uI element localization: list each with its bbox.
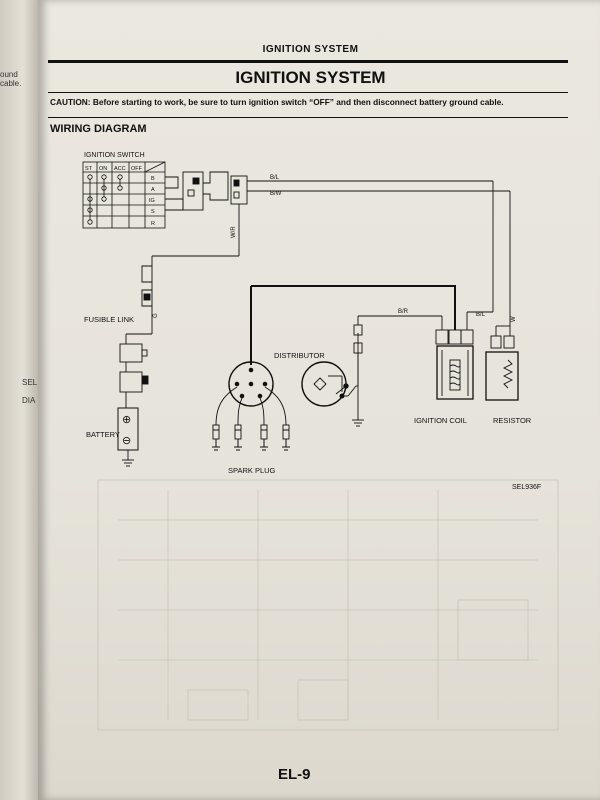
page-title: IGNITION SYSTEM [235,68,386,87]
wire-label-br: B/R [398,309,409,315]
wire-label-bw: B/W [270,191,282,197]
adjacent-page-fragment: DIA [22,396,36,405]
main-connector [151,175,511,336]
switch-row-r: R [151,221,155,227]
title-rule [48,92,568,93]
battery-label: BATTERY [86,430,120,439]
fusible-link-label: FUSIBLE LINK [84,315,134,324]
caution-note: CAUTION: Before starting to work, be sur… [50,97,570,107]
switch-row-ig: IG [149,198,155,204]
ignition-coil-label: IGNITION COIL [414,416,467,425]
distributor-body [301,315,443,427]
wiring-diagram: IGNITION SWITCH ST ON ACC OFF B A IG S [82,152,559,731]
ignition-switch-label: IGNITION SWITCH [84,152,145,159]
section-title: WIRING DIAGRAM [50,123,147,135]
spark-plug-1 [212,424,220,451]
battery: ⊕ ⊖ BATTERY [86,407,139,467]
ignition-coil [435,311,493,400]
running-header: IGNITION SYSTEM [262,44,359,55]
battery-minus-symbol: ⊖ [122,435,131,447]
wire-label-w: W [511,316,517,322]
caution-text: Before starting to work, be sure to turn… [92,97,504,107]
fusible-link [119,265,153,408]
adjacent-page-fragment: ound cable. [0,70,22,88]
adjacent-page-fragment: SEL [22,378,38,387]
switch-row-b: B [151,176,155,182]
wire-label-bl-coil: B/L [476,312,486,318]
distributor-label: DISTRIBUTOR [274,351,325,360]
resistor-label: RESISTOR [493,416,532,425]
switch-col-off: OFF [131,166,143,172]
header-rule [48,60,568,63]
spark-plug-label: SPARK PLUG [228,466,276,475]
adjacent-page: ound cable. SEL DIA [0,0,38,800]
spark-plugs [212,424,290,451]
caution-label: CAUTION: [50,97,91,107]
wire-label-wr: W/R [231,226,237,238]
reference-code: SEL936F [512,484,541,491]
switch-connector [165,171,229,211]
spark-plug-2 [234,424,242,451]
battery-plus-symbol: ⊕ [122,414,131,426]
wire-label-bl: B/L [270,175,280,181]
switch-row-a: A [151,187,155,193]
ignition-switch: IGNITION SWITCH ST ON ACC OFF B A IG S [82,152,229,229]
show-through-ghost [97,479,559,731]
page-number: EL-9 [278,766,311,783]
spark-plug-3 [260,424,268,451]
caution-rule [48,117,568,118]
distributor-cap [215,285,456,426]
switch-col-st: ST [85,166,93,172]
manual-page: IGNITION SYSTEM IGNITION SYSTEM CAUTION:… [38,0,600,800]
wire-label-g: G [153,313,159,318]
switch-col-acc: ACC [114,166,126,172]
resistor [485,325,519,401]
switch-col-on: ON [99,166,107,172]
switch-row-s: S [151,209,155,215]
spark-plug-4 [282,424,290,451]
